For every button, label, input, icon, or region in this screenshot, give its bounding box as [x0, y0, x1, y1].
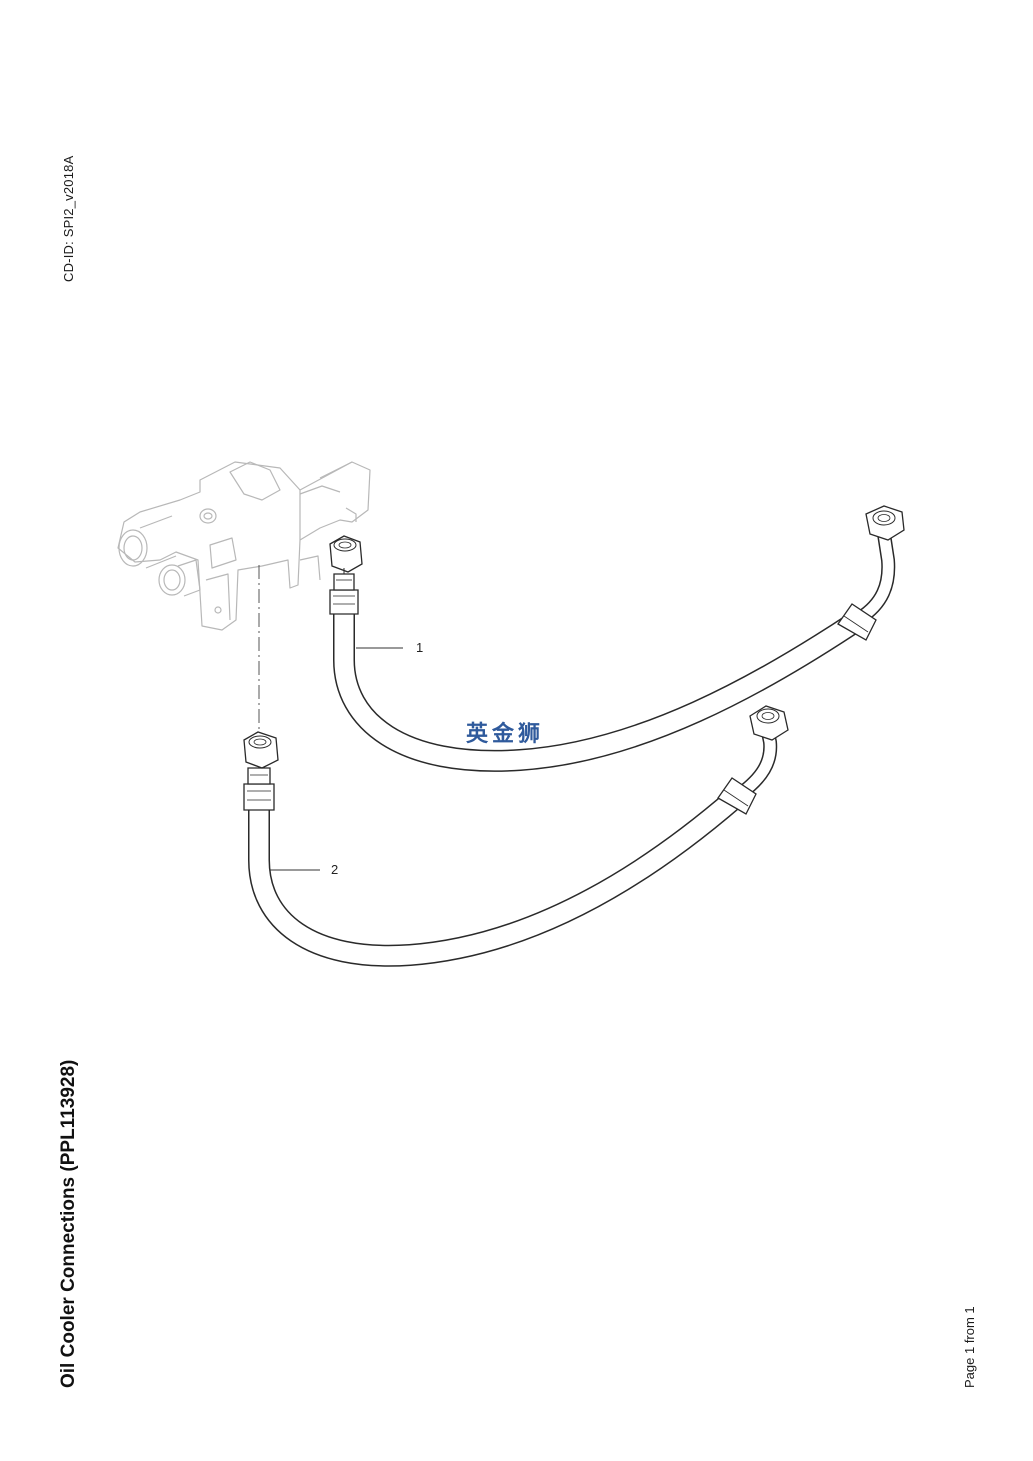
oil-cooler-block [117, 461, 371, 631]
watermark-text: 英金狮 [466, 722, 545, 747]
callout-1: 1 [356, 640, 423, 655]
hose-2 [243, 705, 789, 967]
hose-1 [329, 505, 905, 772]
callout-1-number: 1 [416, 640, 423, 655]
callout-2-number: 2 [331, 862, 338, 877]
callout-2: 2 [270, 862, 338, 877]
